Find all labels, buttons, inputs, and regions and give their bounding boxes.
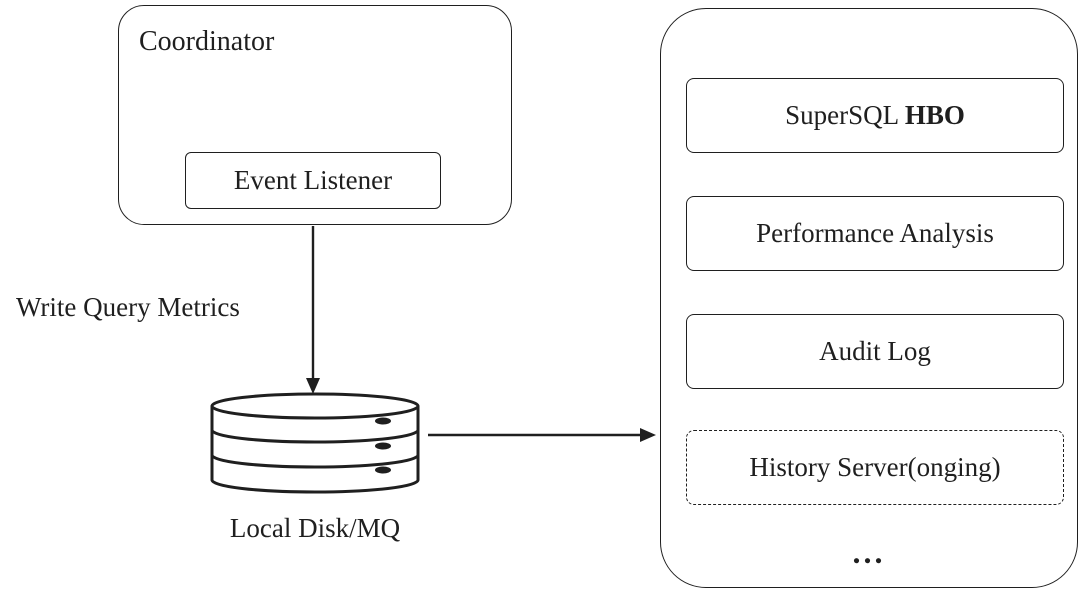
local-disk-mq-label: Local Disk/MQ: [229, 513, 401, 543]
consumers-panel: SuperSQL HBO Performance Analysis Audit …: [660, 8, 1078, 588]
coordinator-label: Coordinator: [139, 26, 275, 57]
event-listener-box: Event Listener: [185, 152, 441, 209]
supersql-hbo-box: SuperSQL HBO: [686, 78, 1064, 153]
audit-log-box: Audit Log: [686, 314, 1064, 389]
supersql-hbo-prefix: SuperSQL: [785, 100, 905, 130]
down-arrow-icon: [306, 226, 320, 394]
supersql-hbo-label: SuperSQL HBO: [785, 100, 965, 131]
history-server-box: History Server(onging): [686, 430, 1064, 505]
audit-log-label: Audit Log: [819, 336, 931, 366]
right-arrow-icon: [428, 428, 656, 442]
coordinator-box: Coordinator Event Listener: [118, 5, 512, 225]
database-cylinder-icon: [210, 392, 420, 494]
ellipsis-label: ...: [852, 533, 886, 570]
history-server-label: History Server(onging): [749, 452, 1001, 482]
performance-analysis-box: Performance Analysis: [686, 196, 1064, 271]
write-query-metrics-label: Write Query Metrics: [16, 292, 240, 322]
performance-analysis-label: Performance Analysis: [756, 218, 994, 248]
supersql-hbo-bold: HBO: [904, 100, 965, 130]
event-listener-label: Event Listener: [233, 165, 393, 195]
